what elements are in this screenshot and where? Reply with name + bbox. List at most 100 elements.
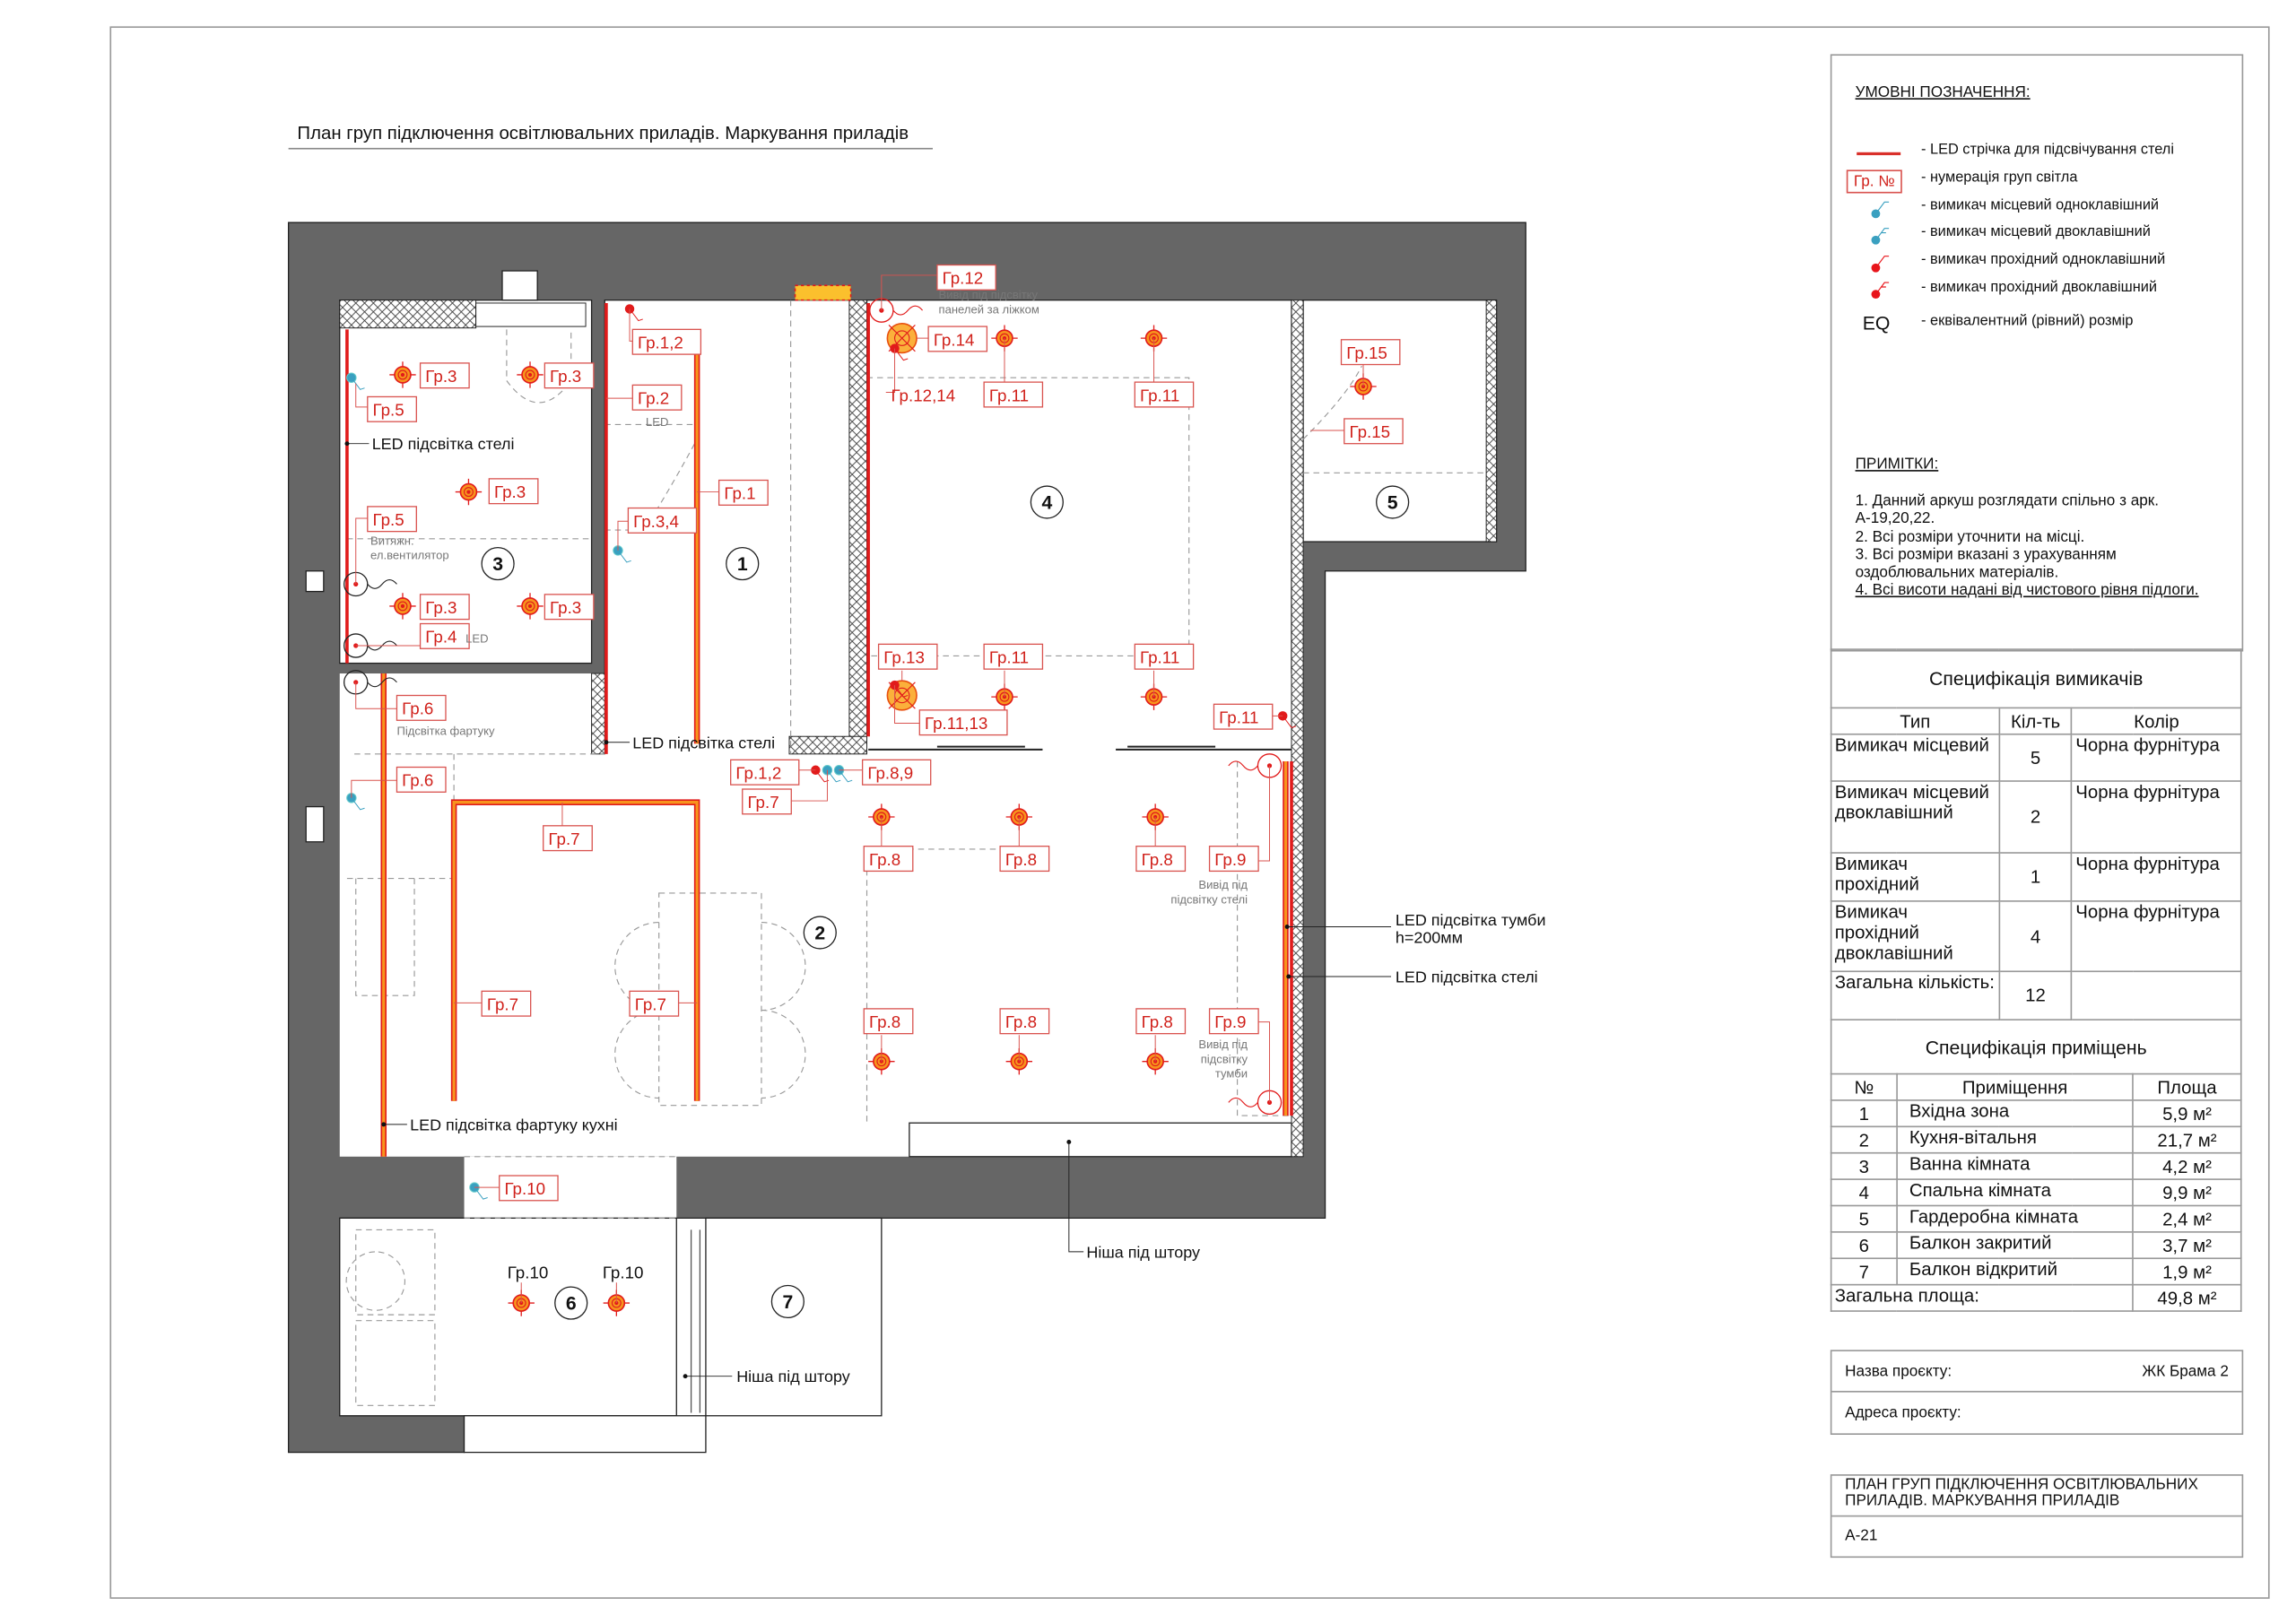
group-label: Гр.8 (863, 1008, 914, 1035)
legend-item: - вимикач прохідний одноклавішний (1921, 251, 2166, 268)
fixture-note: ел.вентилятор (370, 549, 449, 562)
group-label-box (396, 694, 447, 721)
group-label-box (419, 594, 470, 621)
cell-area: 9,9 м² (2132, 1178, 2242, 1207)
group-label-text: Гр.1 (724, 484, 755, 503)
group-label-text: Гр.5 (373, 510, 404, 529)
cell-room: Кухня-вітальня (1896, 1125, 2135, 1154)
group-label-box (1208, 1008, 1259, 1035)
group-label-box (396, 766, 447, 793)
group-label: Гр.7 (543, 825, 593, 852)
project-name-label: Назва проєкту: (1845, 1362, 1952, 1380)
group-label: Гр.3 (419, 594, 470, 621)
col-header: Тип (1830, 707, 2000, 735)
cell-qty: 4 (1998, 900, 2073, 973)
dot (527, 604, 533, 609)
callout-text: Ніша під штору (736, 1368, 850, 1385)
group-label-box (367, 506, 417, 533)
callout-dot (1286, 974, 1292, 979)
cell-type: Вимикач прохідний (1830, 852, 2000, 902)
group-label: Гр.10 (499, 1175, 559, 1202)
group-label-text: Гр.9 (1214, 1012, 1246, 1031)
group-label-text: Гр.6 (402, 699, 433, 718)
group-label-text: Гр.7 (548, 829, 579, 848)
lever (351, 797, 365, 811)
lever (1282, 716, 1297, 729)
group-label: Гр.1,2 (631, 328, 702, 355)
group-label: Гр.5 (367, 506, 417, 533)
cell-room: Ванна кімната (1896, 1151, 2135, 1180)
group-label-box (999, 846, 1050, 873)
note-line: 2. Всі розміри уточнити на місці. (1855, 527, 2085, 546)
group-label-box (936, 264, 996, 291)
dot (1361, 384, 1366, 389)
room-number: 5 (1387, 492, 1398, 513)
group-label-box (543, 825, 593, 852)
cell-qty: 2 (1998, 780, 2073, 854)
group-label-box (999, 1008, 1050, 1035)
wire (1228, 760, 1258, 771)
col-header: Площа (2132, 1073, 2242, 1101)
kitchen-led-profile-core (452, 801, 699, 1101)
lever (629, 308, 643, 322)
cell-room: Балкон закритий (1896, 1231, 2135, 1260)
group-label: Гр.14 (927, 326, 988, 352)
fixture-note: підсвітку стелі (1170, 892, 1248, 906)
col-header: Колір (2071, 707, 2242, 735)
group-label-text: Гр.8 (1142, 1012, 1173, 1031)
lever (839, 769, 853, 783)
led-strip-symbol (1857, 152, 1901, 156)
pass-single-switch-icon (1871, 256, 1890, 273)
group-label-box (877, 643, 938, 670)
group-label-text: Гр.7 (487, 995, 518, 1014)
spotlight-icon (517, 361, 544, 388)
callout-text: LED підсвітка тумби (1396, 911, 1546, 929)
callout-dot (604, 740, 609, 745)
note-line: 3. Всі розміри вказані з урахуванням (1855, 545, 2117, 564)
callout-text: LED підсвітка стелі (372, 435, 515, 453)
ring (397, 369, 408, 380)
group-label-text: Гр.3 (494, 482, 526, 501)
sheet-number: А-21 (1845, 1526, 1878, 1545)
group-label-box (1344, 418, 1404, 445)
balcony-appliances (345, 1229, 436, 1406)
group-label-box (1134, 643, 1195, 670)
ring (397, 601, 408, 612)
cell-area: 2,4 м² (2132, 1204, 2242, 1233)
group-label-text: Гр.11 (989, 648, 1029, 667)
room-number-circle (1376, 485, 1410, 519)
room-number: 2 (814, 923, 825, 943)
group-label-text: Гр.3 (425, 598, 457, 617)
cell-type: Вимикач місцевий (1830, 733, 2000, 782)
room-number-marker: 6 (554, 1286, 588, 1320)
cell-area: 3,7 м² (2132, 1231, 2242, 1260)
vent-shaft (501, 270, 538, 301)
cell-color: Чорна фурнітура (2071, 780, 2242, 854)
group-label: Гр.3 (544, 362, 595, 389)
wall-opening (305, 570, 325, 593)
dot (624, 304, 635, 314)
cell-number: 4 (1830, 1178, 1898, 1207)
group-label-box (1213, 703, 1274, 730)
pass-switch-icon (890, 343, 909, 361)
spotlight-icon (389, 593, 416, 620)
group-label-text: Гр.10 (508, 1263, 549, 1281)
balcony-window-sill (463, 1415, 707, 1454)
group-label-text: Гр.6 (402, 771, 433, 790)
wire (1228, 1097, 1258, 1107)
cell-qty: 1 (1998, 852, 2073, 902)
group-label-box (983, 381, 1044, 408)
local-switch-icon (346, 372, 365, 390)
group-label-box (918, 709, 1008, 736)
group-label: Гр.12 (936, 264, 996, 291)
wire (367, 677, 397, 688)
group-label-text: Гр.14 (934, 330, 975, 349)
dot (466, 490, 471, 494)
room-number-marker: 2 (803, 916, 837, 950)
title-block: ПЛАН ГРУП ПІДКЛЮЧЕННЯ ОСВІТЛЮВАЛЬНИХ ПРИ… (1830, 1474, 2244, 1559)
fixture-note: Вивід під (1198, 1038, 1248, 1051)
group-label-text: Гр.1,2 (638, 334, 683, 352)
